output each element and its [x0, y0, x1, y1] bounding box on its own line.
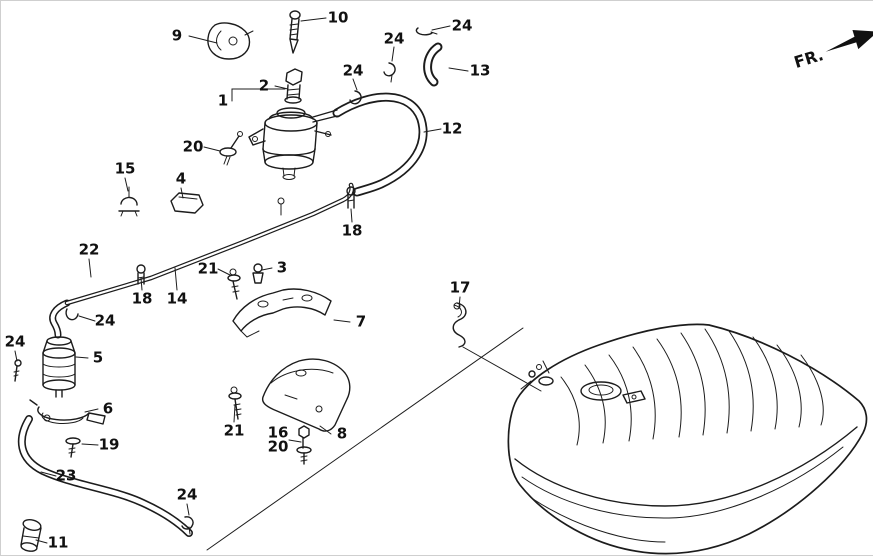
clip-24-d: [65, 308, 79, 321]
fuel-tank: [507, 323, 868, 555]
bolt-16: [298, 425, 310, 449]
fuel-strainer-5: [42, 336, 76, 398]
diagonal-reference-line: [206, 327, 524, 551]
hook-clamp-17: [452, 302, 467, 348]
clip-24-f: [181, 516, 194, 535]
clamp-to-tank-leader: [462, 346, 542, 392]
end-fitting-11: [20, 518, 42, 552]
mount-bolt-20-lower: [296, 446, 312, 465]
clip-15: [118, 186, 140, 217]
bracket-8: [261, 358, 351, 432]
leader-lines: [14, 17, 469, 544]
fuel-pipe-14: [64, 182, 355, 306]
grommet-3: [252, 263, 264, 284]
fuel-hose-12: [332, 92, 428, 197]
fuel-hose-23: [17, 415, 193, 537]
pin-24-e: [13, 359, 22, 382]
fuel-hose-13: [423, 42, 443, 87]
mount-bolt-20-upper: [219, 131, 243, 166]
strainer-bracket-6: [29, 399, 106, 425]
clip-24-b: [415, 27, 438, 36]
joint-fitting-2: [284, 68, 303, 104]
bolt-19: [65, 437, 81, 458]
bolt-21-upper: [227, 268, 241, 300]
fr-arrow-icon: [825, 30, 873, 52]
joint-bolt-10: [289, 10, 301, 54]
fuel-pump: [248, 107, 338, 180]
bracket-7: [232, 288, 332, 338]
rubber-mount-4: [170, 192, 204, 214]
bolt-21-lower: [228, 386, 242, 420]
hose-clamp-18-left: [136, 264, 146, 285]
clip-24-a: [383, 62, 396, 83]
hose-clamp-18-right: [346, 186, 356, 209]
clip-24-c: [349, 90, 362, 105]
fr-direction-marker: FR.: [789, 20, 873, 72]
pump-bracket-9: [207, 22, 254, 60]
fuel-hose-22: [49, 299, 71, 339]
